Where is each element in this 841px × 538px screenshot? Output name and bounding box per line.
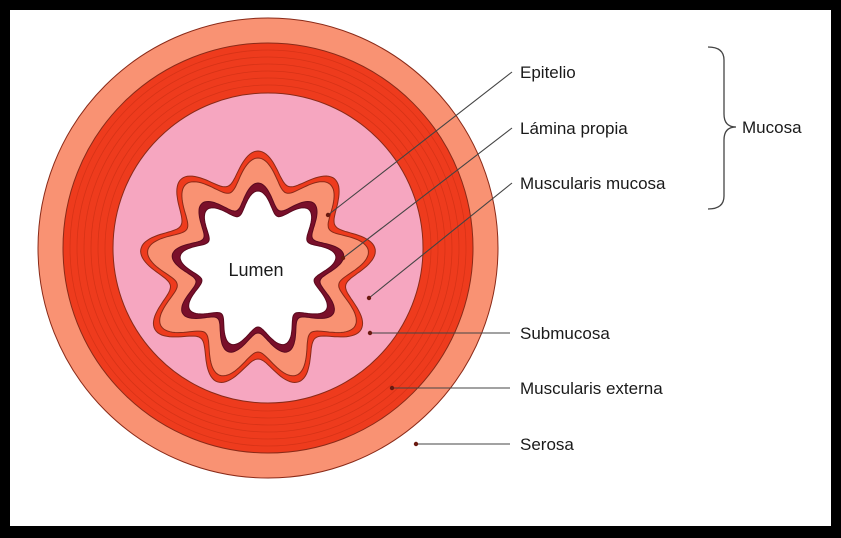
leader-lines xyxy=(327,71,513,445)
label-muscularis-mucosa: Muscularis mucosa xyxy=(520,174,666,193)
label-epitelio: Epitelio xyxy=(520,63,576,82)
dot-muscularis-mucosa xyxy=(366,295,372,301)
lumen-label: Lumen xyxy=(228,260,283,280)
dot-epitelio xyxy=(325,212,331,218)
label-muscularis-externa: Muscularis externa xyxy=(520,379,663,398)
dot-submucosa xyxy=(367,330,373,336)
label-mucosa: Mucosa xyxy=(742,118,802,137)
mucosa-brace xyxy=(707,46,737,210)
leader-dots xyxy=(325,212,419,447)
label-lamina-propia: Lámina propia xyxy=(520,119,628,138)
label-serosa: Serosa xyxy=(520,435,574,454)
muscularis-externa-rings xyxy=(69,49,467,447)
dot-muscularis-externa xyxy=(389,385,395,391)
leader-epitelio xyxy=(327,71,513,216)
leader-muscularis-mucosa xyxy=(368,182,513,299)
lumen-space xyxy=(179,190,337,346)
label-submucosa: Submucosa xyxy=(520,324,610,343)
dot-serosa xyxy=(413,441,419,447)
dot-lamina-propia xyxy=(340,255,346,261)
leader-lamina-propia xyxy=(342,127,513,259)
